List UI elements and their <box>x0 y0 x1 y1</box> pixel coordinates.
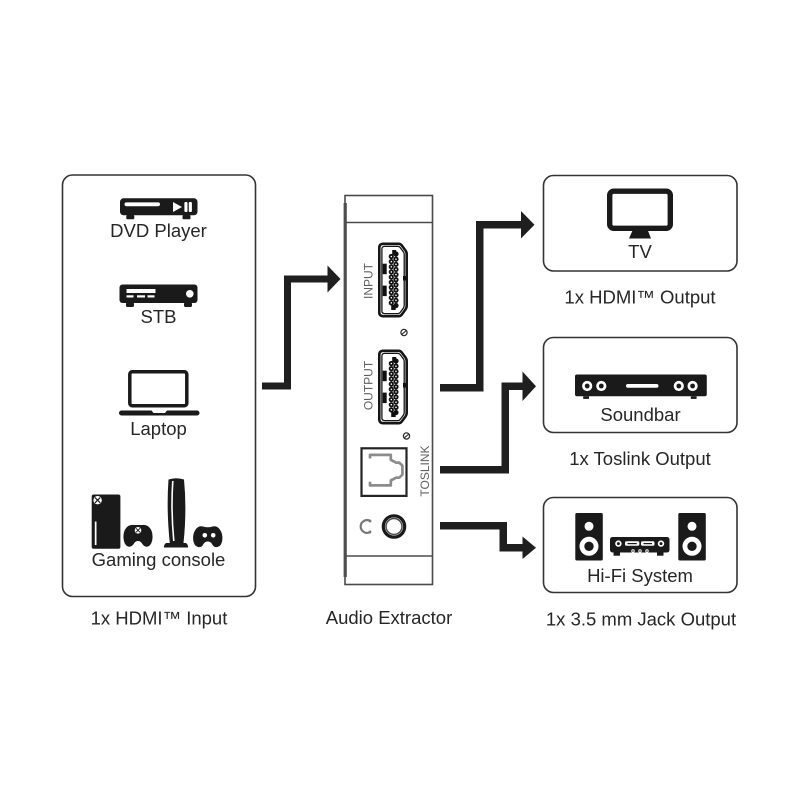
svg-text:INPUT: INPUT <box>362 262 376 299</box>
svg-text:Hi-Fi System: Hi-Fi System <box>587 565 693 586</box>
svg-text:Soundbar: Soundbar <box>600 404 680 425</box>
svg-text:DVD Player: DVD Player <box>110 220 207 241</box>
svg-text:Gaming console: Gaming console <box>92 549 226 570</box>
svg-text:STB: STB <box>141 306 177 327</box>
svg-text:TV: TV <box>628 241 652 262</box>
svg-text:1x 3.5 mm Jack Output: 1x 3.5 mm Jack Output <box>546 609 736 630</box>
svg-text:1x HDMI™ Input: 1x HDMI™ Input <box>91 608 228 629</box>
svg-text:Laptop: Laptop <box>130 418 187 439</box>
svg-text:OUTPUT: OUTPUT <box>362 360 376 410</box>
svg-text:Audio Extractor: Audio Extractor <box>326 607 452 628</box>
svg-text:1x HDMI™ Output: 1x HDMI™ Output <box>564 287 715 308</box>
svg-text:1x Toslink Output: 1x Toslink Output <box>569 448 711 469</box>
svg-text:TOSLINK: TOSLINK <box>418 445 432 496</box>
